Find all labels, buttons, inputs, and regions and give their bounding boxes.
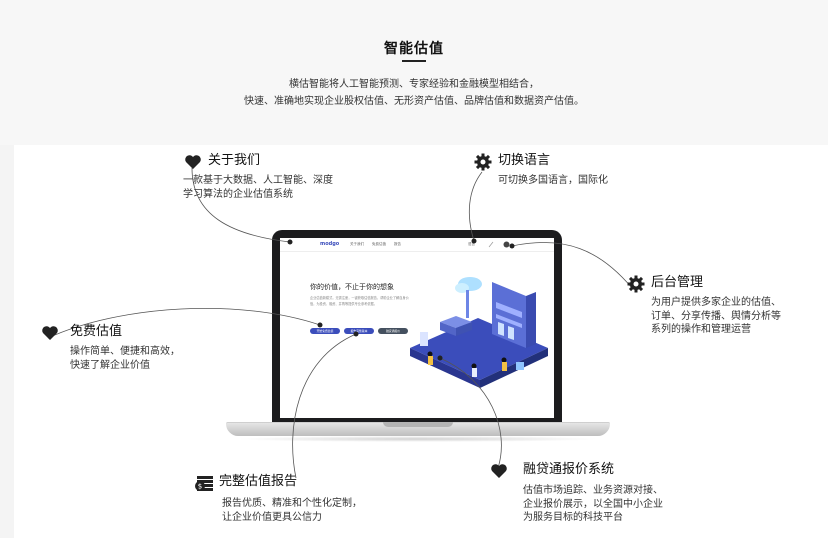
laptop-notch: [383, 422, 453, 427]
feature-admin-title: 后台管理: [651, 275, 704, 290]
heart-icon: [491, 464, 507, 478]
gear-icon: [627, 275, 645, 293]
screen-lang-label: 语言: [468, 242, 475, 246]
feature-free-desc-line: 操作简单、便捷和高效，: [70, 346, 180, 357]
screen-hero-text: 企业估值新模式，无需注册，一键获取估值报告，帮助企业了解自身价值，为投资、融资、…: [310, 296, 409, 306]
screen-nav-item-free: 免费估值: [372, 242, 386, 246]
screen-nav-item-about: 关于我们: [350, 242, 364, 246]
laptop-screen: modgo 关于我们 免费估值 报告 语言 你的价值，不止于你的想象 企业估值新…: [280, 238, 554, 418]
feature-language-desc-line: 可切换多国语言，国际化: [498, 175, 608, 186]
feature-report-title: 完整估值报告: [219, 474, 298, 489]
feature-about-desc-line: 一款基于大数据、人工智能、深度: [183, 175, 333, 186]
feature-report-desc-line: 让企业价值更具公信力: [222, 511, 322, 523]
feature-quote-desc-line: 为服务目标的科技平台: [523, 512, 623, 523]
screen-isometric-illustration: [410, 277, 548, 388]
money-stack-icon: $: [195, 476, 213, 491]
feature-quote-title: 融贷通报价系统: [523, 462, 615, 477]
title-underline: [402, 60, 426, 62]
screen-button-quote: 融贷通报价: [378, 328, 408, 334]
subtitle-line-2: 快速、准确地实现企业股权估值、无形资产估值、品牌估值和数据资产估值。: [244, 96, 584, 107]
feature-quote-desc: 估值市场追踪、业务资源对接、 企业报价展示，以全国中小企业 为服务目标的科技平台: [523, 484, 663, 525]
screen-avatar-icon: [503, 241, 510, 248]
header-section: [0, 0, 828, 145]
heart-icon: [185, 155, 201, 169]
screen-nav-item-report: 报告: [394, 242, 401, 246]
feature-quote-desc-line: 企业报价展示，以全国中小企业: [523, 498, 663, 510]
page-subtitle: 横估智能将人工智能预测、专家经验和金融模型相结合， 快速、准确地实现企业股权估值…: [0, 76, 828, 110]
feature-report-desc: 报告优质、精准和个性化定制， 让企业价值更具公信力: [222, 497, 362, 524]
heart-icon: [42, 326, 58, 340]
svg-text:$: $: [198, 483, 202, 491]
screen-nav: modgo 关于我们 免费估值 报告 语言: [280, 238, 554, 252]
screen-button-report: 报告完整版本: [344, 328, 374, 334]
feature-about-title: 关于我们: [208, 153, 261, 168]
feature-free-desc-line: 快速了解企业价值: [70, 359, 150, 371]
gear-icon: [474, 153, 492, 171]
screen-button-free: 开始免费估值: [310, 328, 340, 334]
feature-language-desc: 可切换多国语言，国际化: [498, 174, 608, 188]
laptop-shadow: [236, 436, 600, 442]
subtitle-line-1: 横估智能将人工智能预测、专家经验和金融模型相结合，: [289, 79, 539, 90]
feature-admin-desc-line: 系列的操作和管理运营: [651, 324, 751, 335]
feature-language-title: 切换语言: [498, 153, 551, 168]
feature-quote-desc-line: 估值市场追踪、业务资源对接、: [523, 485, 663, 496]
feature-admin-desc: 为用户提供多家企业的估值、 订单、分享传播、舆情分析等 系列的操作和管理运营: [651, 296, 781, 337]
feature-admin-desc-line: 订单、分享传播、舆情分析等: [651, 310, 781, 322]
feature-about-desc: 一款基于大数据、人工智能、深度 学习算法的企业估值系统: [183, 174, 333, 201]
feature-report-desc-line: 报告优质、精准和个性化定制，: [222, 498, 362, 509]
feature-free-desc: 操作简单、便捷和高效， 快速了解企业价值: [70, 345, 180, 372]
feature-admin-desc-line: 为用户提供多家企业的估值、: [651, 297, 781, 308]
feature-about-desc-line: 学习算法的企业估值系统: [183, 188, 293, 200]
page-title: 智能估值: [384, 41, 444, 57]
screen-logo: modgo: [320, 241, 340, 247]
feature-free-title: 免费估值: [70, 324, 123, 339]
screen-hero-title: 你的价值，不止于你的想象: [310, 283, 394, 291]
screen-share-icon: [488, 241, 494, 248]
